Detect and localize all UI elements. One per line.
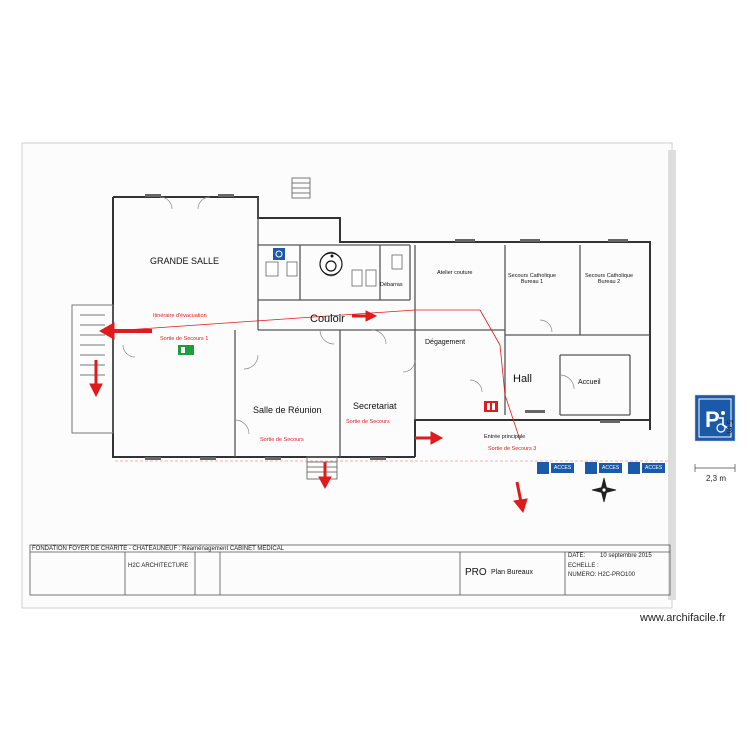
parking-access-badge-1: ACCES (551, 463, 575, 473)
evacuation-route-label: Itinéraire d'évacuation (153, 313, 207, 319)
parking-height-dim: 5 m (725, 420, 734, 434)
parking-access-badge-3: ACCES (642, 463, 666, 473)
wheelchair-icon-circle (319, 252, 343, 276)
scan-sheet (21, 142, 673, 609)
exit-label-3: Sortie de Secours 3 (488, 446, 537, 452)
title-block (29, 544, 671, 596)
fire-equipment (484, 401, 498, 412)
title-phase: PRO (465, 567, 487, 578)
interior-walls (234, 197, 650, 457)
room-label-accueil: Accueil (578, 379, 601, 386)
exit-sign (178, 345, 194, 355)
room-label-secours-1: Secours Catholique Bureau 1 (508, 273, 557, 285)
room-label-degagement: Dégagement (425, 339, 466, 346)
arrow-couloir (352, 310, 378, 322)
room-label-debarras: Débarras (380, 282, 403, 288)
exit-label-1: Sortie de Secours 1 (160, 336, 209, 342)
room-label-hall: Hall (513, 373, 532, 385)
exit-arrows (89, 310, 528, 514)
room-label-secours-2: Secours Catholique Bureau 2 (585, 273, 634, 285)
arrow-sortie-3 (513, 481, 528, 514)
room-label-atelier: Atelier couture (437, 270, 473, 276)
footer-site: www.archifacile.fr (640, 612, 726, 624)
arrow-sortie-1 (98, 322, 152, 340)
title-project: FONDATION FOYER DE CHARITE - CHATEAUNEUF… (32, 546, 285, 552)
svg-text:P: P (705, 407, 720, 432)
room-label-entree: Entrée principale (484, 434, 526, 440)
left-annex (71, 304, 114, 434)
exit-label-secretariat: Sortie de Secours (346, 419, 390, 425)
title-number: NUMERO: H2C-PRO100 (568, 572, 636, 578)
title-date-label: DATE: (568, 553, 586, 559)
parking-spots (537, 462, 640, 474)
room-label-secretariat: Secretariat (353, 401, 397, 411)
arrow-reunion (318, 462, 332, 490)
room-label-salle-reunion: Salle de Réunion (253, 405, 322, 415)
parking-width-dim: 2,3 m (706, 474, 727, 483)
arrow-secretariat (415, 431, 444, 445)
parking-sign: P (694, 394, 736, 442)
parking-access-badge-2: ACCES (599, 463, 623, 473)
title-architect: H2C ARCHITECTURE (128, 563, 189, 569)
parking-dimensions (694, 464, 736, 472)
door-swings (122, 196, 575, 435)
title-date: 10 septembre 2015 (600, 553, 652, 559)
exit-label-reunion: Sortie de Secours (260, 437, 304, 443)
arrow-annex (89, 360, 103, 398)
dimension-marks (145, 194, 628, 460)
wheelchair-icon-wc (273, 248, 285, 260)
title-plan: Plan Bureaux (491, 569, 534, 576)
room-label-couloir: Couloir (310, 313, 345, 325)
title-scale: ECHELLE : (568, 563, 599, 569)
compass-icon (591, 477, 617, 503)
room-label-grande-salle: GRANDE SALLE (150, 256, 220, 266)
